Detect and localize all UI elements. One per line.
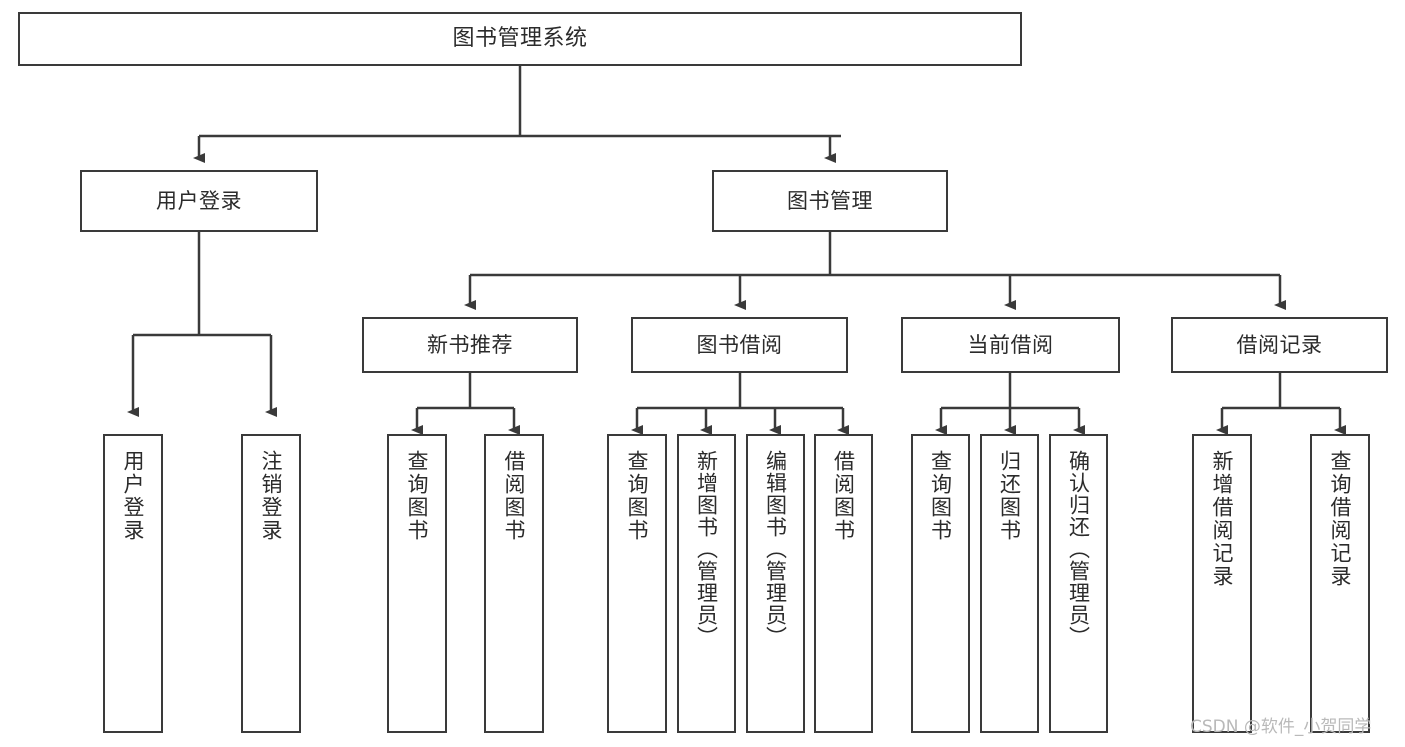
leaf-label: 新增图书（管理员） xyxy=(694,450,719,648)
node-label: 当前借阅 xyxy=(967,332,1054,357)
leaf-add-borrow-record[interactable]: 新增借阅记录 xyxy=(1192,434,1252,733)
leaf-label: 查询图书 xyxy=(625,450,650,542)
leaf-query-book-borrow[interactable]: 查询图书 xyxy=(607,434,667,733)
leaf-label: 编辑图书（管理员） xyxy=(763,450,788,648)
node-book-borrow[interactable]: 图书借阅 xyxy=(631,317,848,373)
leaf-confirm-return-admin[interactable]: 确认归还（管理员） xyxy=(1049,434,1108,733)
leaf-query-book-current[interactable]: 查询图书 xyxy=(911,434,970,733)
leaf-query-book-new[interactable]: 查询图书 xyxy=(387,434,447,733)
leaf-add-book-admin[interactable]: 新增图书（管理员） xyxy=(677,434,736,733)
node-label: 图书借阅 xyxy=(696,332,783,357)
leaf-label: 新增借阅记录 xyxy=(1210,450,1235,588)
node-new-book-recommend[interactable]: 新书推荐 xyxy=(362,317,578,373)
leaf-logout[interactable]: 注销登录 xyxy=(241,434,301,733)
watermark: CSDN @软件_小贺同学 xyxy=(1190,717,1372,737)
leaf-borrow-book[interactable]: 借阅图书 xyxy=(814,434,873,733)
leaf-label: 查询图书 xyxy=(405,450,430,542)
leaf-label: 查询借阅记录 xyxy=(1328,450,1353,588)
leaf-label: 归还图书 xyxy=(997,450,1022,542)
node-label: 图书管理 xyxy=(787,188,873,213)
leaf-label: 确认归还（管理员） xyxy=(1066,450,1091,648)
node-root-system[interactable]: 图书管理系统 xyxy=(18,12,1022,66)
node-user-login[interactable]: 用户登录 xyxy=(80,170,318,232)
node-borrow-record[interactable]: 借阅记录 xyxy=(1171,317,1388,373)
leaf-user-login[interactable]: 用户登录 xyxy=(103,434,163,733)
node-label: 图书管理系统 xyxy=(452,26,588,52)
leaf-label: 借阅图书 xyxy=(831,450,856,542)
leaf-label: 用户登录 xyxy=(121,450,146,542)
leaf-label: 注销登录 xyxy=(259,450,284,542)
leaf-label: 查询图书 xyxy=(928,450,953,542)
leaf-return-book[interactable]: 归还图书 xyxy=(980,434,1039,733)
node-label: 借阅记录 xyxy=(1236,332,1323,357)
leaf-borrow-book-new[interactable]: 借阅图书 xyxy=(484,434,544,733)
node-book-management[interactable]: 图书管理 xyxy=(712,170,948,232)
node-label: 用户登录 xyxy=(156,188,242,213)
leaf-query-borrow-record[interactable]: 查询借阅记录 xyxy=(1310,434,1370,733)
leaf-label: 借阅图书 xyxy=(502,450,527,542)
leaf-edit-book-admin[interactable]: 编辑图书（管理员） xyxy=(746,434,805,733)
node-current-borrow[interactable]: 当前借阅 xyxy=(901,317,1120,373)
node-label: 新书推荐 xyxy=(427,332,513,357)
